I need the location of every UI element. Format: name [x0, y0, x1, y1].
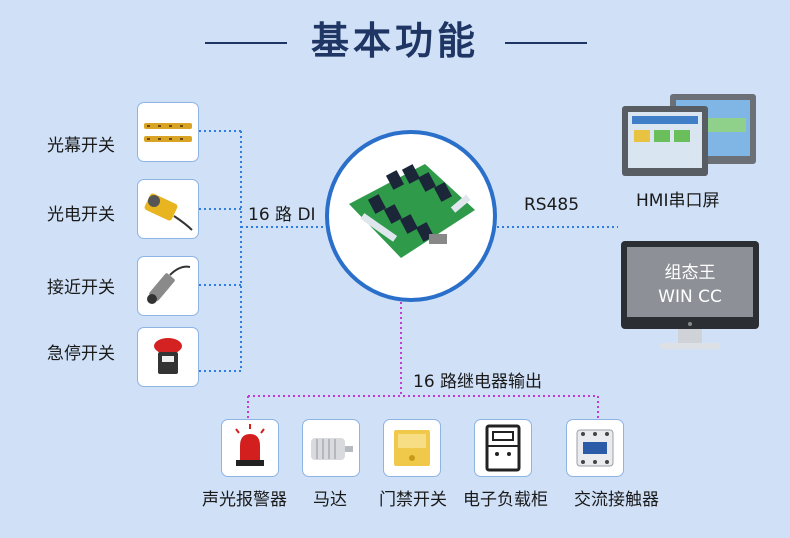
output-label-motor: 马达 [313, 490, 347, 510]
rs485-label: RS485 [524, 195, 580, 215]
emergency-stop-icon [137, 327, 199, 387]
input-label-photoelectric: 光电开关 [47, 205, 115, 225]
photoelectric-sensor-icon [137, 179, 199, 239]
relay-board-circle [325, 130, 497, 302]
monitor-text-line2: WIN CC [658, 287, 722, 307]
alarm-light-icon [221, 419, 279, 477]
proximity-switch-icon [137, 256, 199, 316]
input-label-light-curtain: 光幕开关 [47, 136, 115, 156]
title-line-left [205, 42, 287, 44]
ac-contactor-icon [566, 419, 624, 477]
relay-board-icon [349, 164, 475, 258]
title-line-right [505, 42, 587, 44]
input-label-emergency-stop: 急停开关 [47, 344, 115, 364]
monitor-text-line1: 组态王 [664, 263, 716, 283]
output-label-load-cabinet: 电子负载柜 [463, 490, 548, 510]
relay-output-label: 16 路继电器输出 [413, 372, 543, 392]
hmi-screen-icon [622, 94, 756, 176]
input-label-proximity: 接近开关 [47, 278, 115, 298]
di-label: 16 路 DI [248, 205, 316, 225]
output-label-alarm: 声光报警器 [202, 490, 287, 510]
electronic-load-cabinet-icon [474, 419, 532, 477]
output-label-door-access: 门禁开关 [379, 490, 447, 510]
page-title: 基本功能 [310, 19, 479, 63]
door-access-icon [383, 419, 441, 477]
output-label-contactor: 交流接触器 [574, 490, 659, 510]
motor-icon [302, 419, 360, 477]
hmi-label: HMI串口屏 [636, 191, 720, 211]
light-curtain-icon [137, 102, 199, 162]
monitor-icon [621, 241, 759, 349]
